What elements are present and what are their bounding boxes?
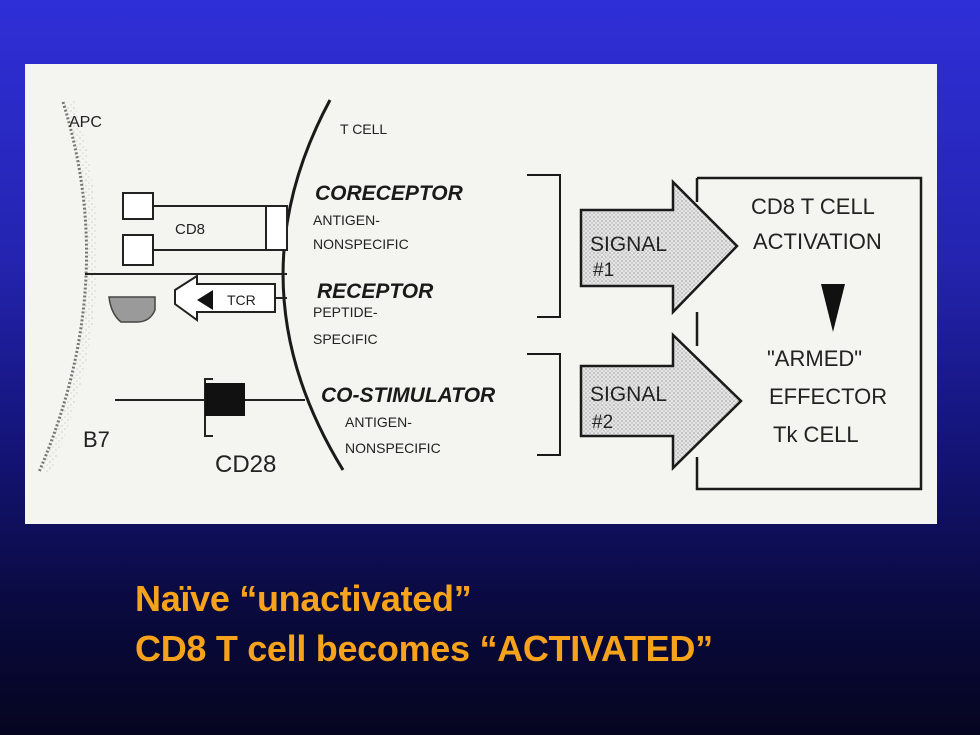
diagram-panel: APC T CELL CD8 TCR B7 CD28	[25, 64, 937, 524]
tcell-membrane	[281, 99, 345, 471]
coreceptor-line1: ANTIGEN-	[313, 212, 380, 228]
caption-line2: CD8 T cell becomes “ACTIVATED”	[135, 628, 713, 669]
activation-diagram: APC T CELL CD8 TCR B7 CD28	[37, 99, 923, 491]
tcr-label: TCR	[227, 292, 256, 308]
caption-line1: Naïve “unactivated”	[135, 578, 472, 619]
coreceptor-title: CORECEPTOR	[315, 182, 464, 205]
outcome-line1: CD8 T CELL	[751, 194, 875, 219]
outcome-line5: Tk CELL	[773, 422, 859, 447]
bracket-signal1	[527, 174, 561, 318]
costimulator-line2: NONSPECIFIC	[345, 440, 441, 456]
apc-label: APC	[69, 114, 102, 131]
outcome-line3: "ARMED"	[767, 346, 862, 371]
cd8-label: CD8	[175, 221, 205, 238]
outcome-line4: EFFECTOR	[769, 384, 887, 409]
signal2-arrow: SIGNAL #2	[579, 332, 743, 471]
b7-label: B7	[83, 427, 110, 452]
bracket-signal2	[527, 353, 561, 456]
slide-caption: Naïve “unactivated” CD8 T cell becomes “…	[135, 574, 955, 674]
receptor-title: RECEPTOR	[317, 280, 434, 303]
signal2-line1: SIGNAL	[590, 383, 667, 406]
outcome-line2: ACTIVATION	[753, 229, 882, 254]
signal1-arrow: SIGNAL #1	[579, 178, 739, 316]
receptor-line2: SPECIFIC	[313, 331, 378, 347]
activation-box: CD8 T CELL ACTIVATION "ARMED" EFFECTOR T…	[695, 176, 923, 491]
apc-membrane	[37, 101, 89, 473]
tcr-receptor: TCR	[85, 273, 287, 323]
coreceptor-line2: NONSPECIFIC	[313, 236, 409, 252]
cd8-coreceptor: CD8	[122, 192, 288, 266]
down-arrow-icon	[821, 284, 845, 332]
receptor-line1: PEPTIDE-	[313, 304, 378, 320]
costimulator-title: CO-STIMULATOR	[321, 384, 496, 407]
signal1-line1: SIGNAL	[590, 233, 667, 256]
cd28-label: CD28	[215, 451, 276, 478]
cd28-costimulator: B7 CD28	[83, 378, 305, 478]
signal1-line2: #1	[593, 260, 614, 281]
costimulator-line1: ANTIGEN-	[345, 414, 412, 430]
tcell-label: T CELL	[340, 121, 387, 137]
apc-membrane-texture	[40, 100, 98, 474]
signal2-line2: #2	[592, 412, 613, 433]
